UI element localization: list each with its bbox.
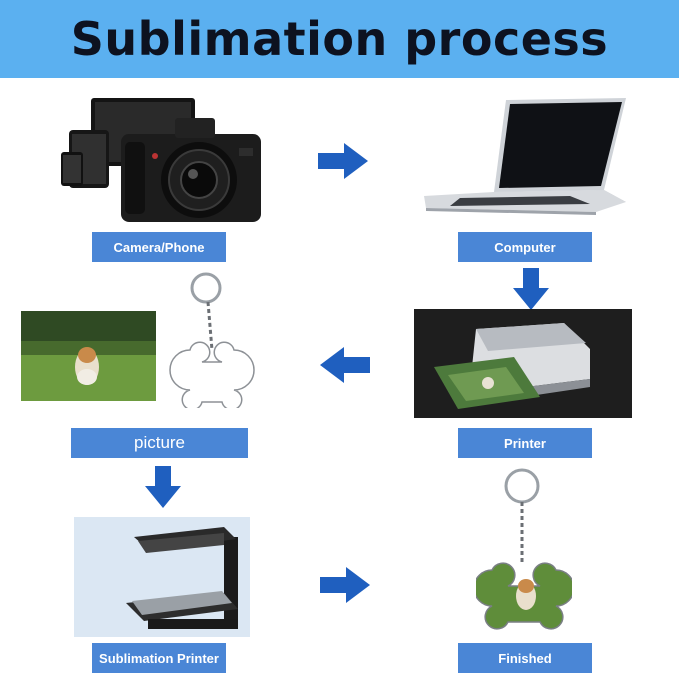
step-label-computer: Computer xyxy=(458,232,592,262)
step-label-camera-phone: Camera/Phone xyxy=(92,232,226,262)
keychain-blank-icon xyxy=(169,272,255,408)
arrow-down-icon xyxy=(145,466,181,508)
keychain-finished-icon xyxy=(476,468,572,630)
camera-phone-icon xyxy=(61,98,261,222)
arrow-right-icon xyxy=(318,143,368,179)
arrow-down-icon xyxy=(513,268,549,310)
header-banner: Sublimation process xyxy=(0,0,679,78)
page-title: Sublimation process xyxy=(70,12,609,66)
heat-press-icon xyxy=(74,517,250,637)
step-label-sublimation-printer: Sublimation Printer xyxy=(92,643,226,673)
arrow-right-icon xyxy=(320,567,370,603)
step-label-finished: Finished xyxy=(458,643,592,673)
photo-icon xyxy=(21,311,156,401)
laptop-icon xyxy=(424,98,626,215)
printer-icon xyxy=(414,309,632,418)
step-label-printer: Printer xyxy=(458,428,592,458)
arrow-left-icon xyxy=(320,347,370,383)
step-label-picture: picture xyxy=(71,428,248,458)
